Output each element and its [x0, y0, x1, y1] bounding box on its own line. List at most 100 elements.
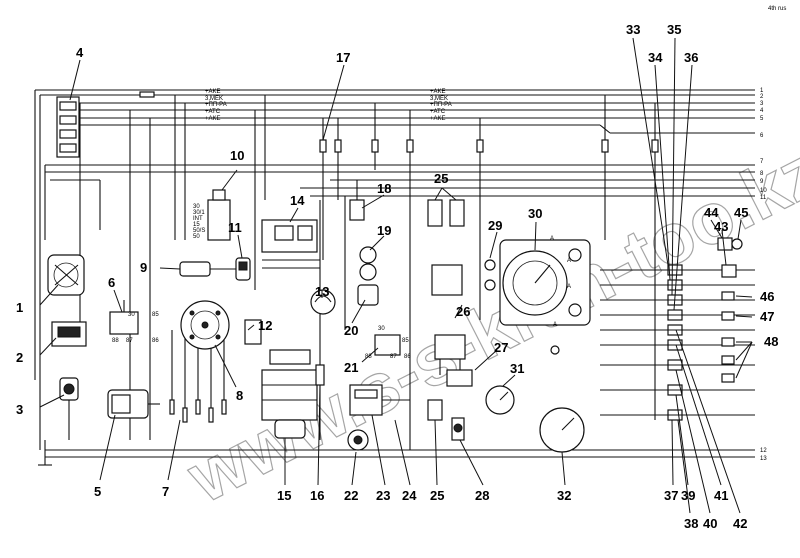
callout-46: 46: [760, 289, 774, 304]
callout-5: 5: [94, 484, 101, 499]
callout-6: 6: [108, 275, 115, 290]
callout-14: 14: [290, 193, 305, 208]
callout-36: 36: [684, 50, 698, 65]
callout-18: 18: [377, 181, 391, 196]
bus-numbers: 1 2 3 4 5 6 7 8 9 10 11 12 13: [760, 88, 767, 462]
svg-text:7: 7: [760, 159, 764, 165]
callout-32: 32: [557, 488, 571, 503]
switch-26: [434, 334, 466, 375]
svg-text:8: 8: [760, 171, 764, 177]
svg-text:50: 50: [193, 234, 200, 240]
callout-21: 21: [344, 360, 358, 375]
callout-25-top: 25: [434, 171, 448, 186]
callout-34: 34: [648, 50, 663, 65]
sensors-right: [717, 237, 743, 383]
switch-12: [244, 319, 262, 345]
top-bus-lines: [34, 89, 755, 450]
callout-22: 22: [344, 488, 358, 503]
svg-text:+AKE: +AKE: [205, 116, 221, 122]
tachometer-32: [539, 407, 585, 453]
svg-text:9: 9: [760, 179, 764, 185]
svg-text:30/1: 30/1: [193, 210, 205, 216]
motor-23-24: [349, 384, 410, 416]
svg-text:86: 86: [152, 338, 159, 344]
svg-text:1: 1: [760, 88, 764, 94]
fuses: [319, 139, 659, 153]
svg-text:A: A: [567, 284, 571, 290]
svg-text:30: 30: [193, 204, 200, 210]
fuse-16: [315, 364, 325, 386]
svg-text:A: A: [550, 236, 554, 242]
callout-7: 7: [162, 484, 169, 499]
callout-3: 3: [16, 402, 23, 417]
svg-text:INT: INT: [193, 216, 203, 222]
callout-47: 47: [760, 309, 774, 324]
callout-lines: [39, 37, 753, 514]
callout-37: 37: [664, 488, 678, 503]
regulator-2: [51, 321, 87, 347]
callout-20: 20: [344, 323, 358, 338]
svg-text:86: 86: [404, 354, 411, 360]
motor-13: [310, 289, 336, 315]
callout-41: 41: [714, 488, 728, 503]
callout-31: 31: [510, 361, 524, 376]
svg-text:30: 30: [128, 312, 135, 318]
callout-29: 29: [488, 218, 502, 233]
callout-38: 38: [684, 516, 698, 531]
callout-48: 48: [764, 334, 778, 349]
callout-10: 10: [230, 148, 244, 163]
callout-9: 9: [140, 260, 147, 275]
mid-bus-lines: [44, 164, 755, 240]
svg-text:2: 2: [760, 94, 764, 100]
instrument-cluster-30: A A A A: [499, 236, 591, 355]
svg-text:87: 87: [126, 338, 133, 344]
horn-22: [347, 429, 369, 451]
callout-44: 44: [704, 205, 719, 220]
callout-23: 23: [376, 488, 390, 503]
switch-27: [446, 369, 473, 387]
fuse-block-4: [50, 96, 101, 230]
svg-text:87: 87: [390, 354, 397, 360]
svg-text:5: 5: [760, 116, 764, 122]
lamps-25: [427, 199, 465, 421]
svg-text:11: 11: [760, 195, 767, 201]
callout-30: 30: [528, 206, 542, 221]
callout-45: 45: [734, 205, 748, 220]
ignition-switch-10: 30 30/1 INT 15 50/S 50: [193, 189, 231, 241]
svg-text:+AKE: +AKE: [430, 89, 446, 95]
svg-text:3: 3: [760, 101, 764, 107]
svg-text:+ПП-РА: +ПП-РА: [205, 102, 227, 108]
callout-12: 12: [258, 318, 272, 333]
callout-13: 13: [315, 284, 329, 299]
svg-text:+AKE: +AKE: [430, 116, 446, 122]
svg-text:+АТС: +АТС: [430, 109, 446, 115]
callout-17: 17: [336, 50, 350, 65]
callout-15: 15: [277, 488, 291, 503]
callout-16: 16: [310, 488, 324, 503]
svg-text:12: 12: [760, 448, 767, 454]
callout-numbers: 1 2 3 4 5 6 7 8 9 10 11 12 13 14 15 16 1…: [16, 22, 778, 531]
svg-text:88: 88: [365, 354, 372, 360]
callout-35: 35: [667, 22, 681, 37]
svg-text:+AKE: +AKE: [205, 89, 221, 95]
generator-1: [47, 254, 85, 296]
callout-39: 39: [681, 488, 695, 503]
lamps-29: [484, 259, 496, 291]
svg-text:13: 13: [760, 456, 767, 462]
svg-text:30: 30: [378, 326, 385, 332]
bottom-bus-lines: [38, 440, 755, 466]
callout-8: 8: [236, 388, 243, 403]
top-wire-labels: +AKE 3,MEK +ПП-РА +АТС +AKE +AKE 3,MEK +…: [205, 89, 452, 122]
resistor-11: [235, 257, 251, 281]
svg-text:3,MEK: 3,MEK: [430, 96, 448, 102]
pump-28: [451, 417, 465, 441]
svg-text:10: 10: [760, 188, 767, 194]
gauge-31: [485, 385, 515, 415]
callout-27: 27: [494, 340, 508, 355]
callout-33: 33: [626, 22, 640, 37]
corner-mark: 4th rus: [768, 6, 786, 12]
callout-25-bottom: 25: [430, 488, 444, 503]
callout-11: 11: [228, 220, 242, 235]
svg-text:A: A: [553, 322, 557, 328]
